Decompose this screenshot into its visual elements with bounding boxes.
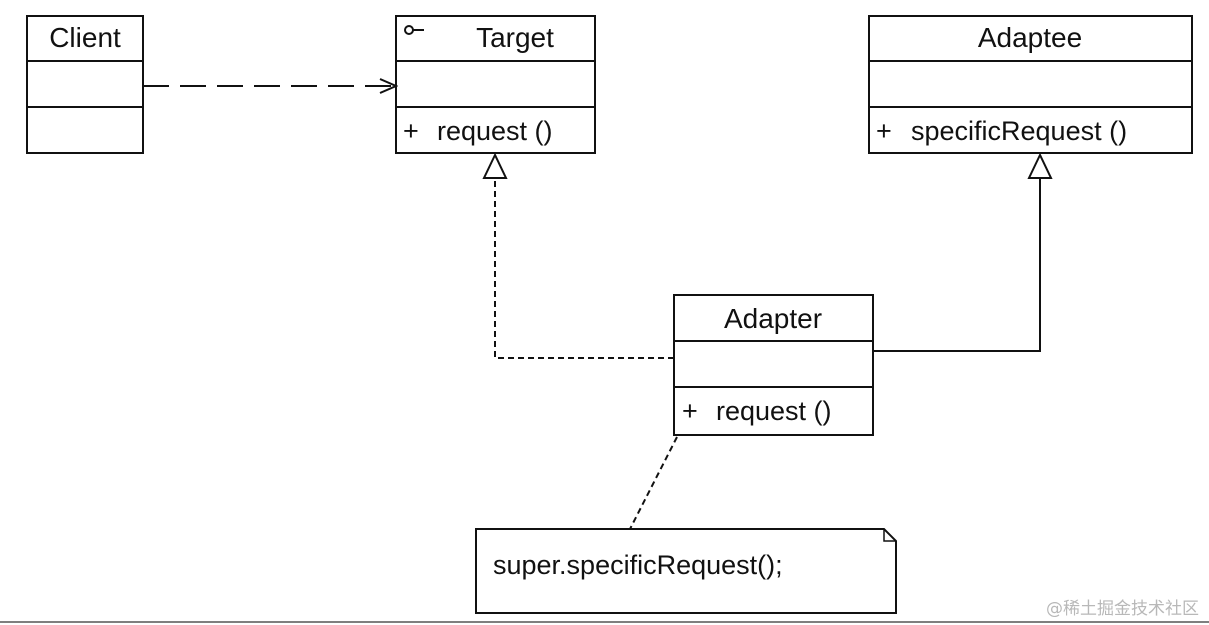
class-name-target: Target (476, 22, 554, 53)
class-adapter[interactable]: Adapter + request () (673, 294, 874, 436)
class-name-adaptee: Adaptee (978, 22, 1082, 53)
note-anchor-edge (629, 436, 678, 530)
note[interactable]: super.specificRequest(); (475, 528, 897, 614)
note-text: super.specificRequest(); (493, 550, 783, 580)
class-target[interactable]: Target + request () (395, 15, 596, 154)
visibility-adapter: + (682, 396, 698, 426)
realization-arrowhead-icon (482, 152, 508, 179)
operation-adapter-request: request () (716, 396, 832, 426)
generalization-arrowhead-icon (1027, 152, 1053, 179)
operation-target-request: request () (437, 116, 553, 146)
note-fold-icon (883, 529, 896, 542)
watermark: @稀土掘金技术社区 (1046, 599, 1199, 619)
generalization-edge-adapter-adaptee (873, 178, 1041, 352)
class-client[interactable]: Client (26, 15, 144, 154)
operation-adaptee-specific-request: specificRequest () (911, 116, 1127, 146)
class-name-adapter: Adapter (724, 303, 822, 334)
realization-edge-adapter-target (494, 178, 674, 359)
class-adaptee[interactable]: Adaptee + specificRequest () (868, 15, 1193, 154)
class-name-client: Client (49, 22, 121, 53)
interface-lollipop-icon (404, 25, 424, 35)
visibility-target: + (403, 116, 419, 146)
visibility-adaptee: + (876, 116, 892, 146)
